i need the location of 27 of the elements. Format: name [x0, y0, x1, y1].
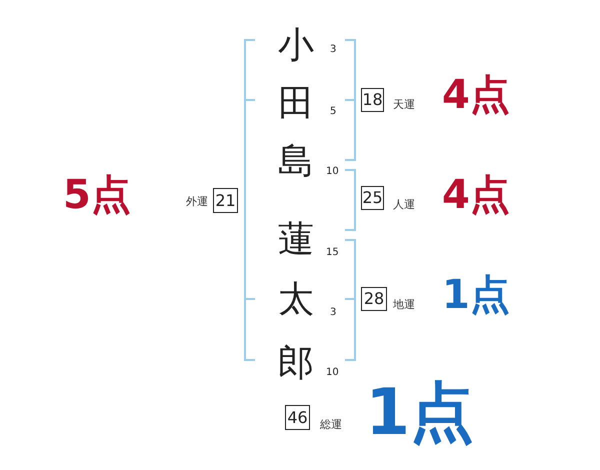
- fortune-label: 地運: [393, 298, 415, 310]
- score: 1点: [366, 381, 474, 445]
- name-character: 小: [278, 28, 314, 64]
- stroke-count: 10: [326, 167, 339, 177]
- stroke-count: 10: [326, 368, 339, 378]
- name-character: 郎: [278, 346, 314, 382]
- fortune-label: 外運: [186, 196, 208, 206]
- score: 4点: [442, 175, 510, 215]
- score: 5点: [63, 175, 131, 215]
- score: 4点: [442, 75, 510, 115]
- name-character: 田: [278, 86, 314, 122]
- number-box: 28: [361, 287, 387, 311]
- name-character: 太: [278, 282, 314, 318]
- fortune-label: 天運: [393, 98, 415, 110]
- score: 1点: [442, 275, 510, 315]
- stroke-count: 15: [326, 248, 339, 258]
- number-box: 21: [213, 188, 238, 213]
- number-box: 46: [285, 405, 310, 430]
- name-character: 島: [278, 144, 314, 180]
- stroke-count: 3: [330, 308, 336, 318]
- number-box: 18: [361, 88, 384, 112]
- number-box: 25: [361, 186, 384, 210]
- fortune-label: 人運: [393, 198, 415, 210]
- stroke-count: 5: [330, 107, 336, 117]
- stroke-count: 3: [330, 45, 336, 55]
- fortune-label: 総運: [320, 418, 342, 430]
- name-character: 蓮: [278, 222, 314, 258]
